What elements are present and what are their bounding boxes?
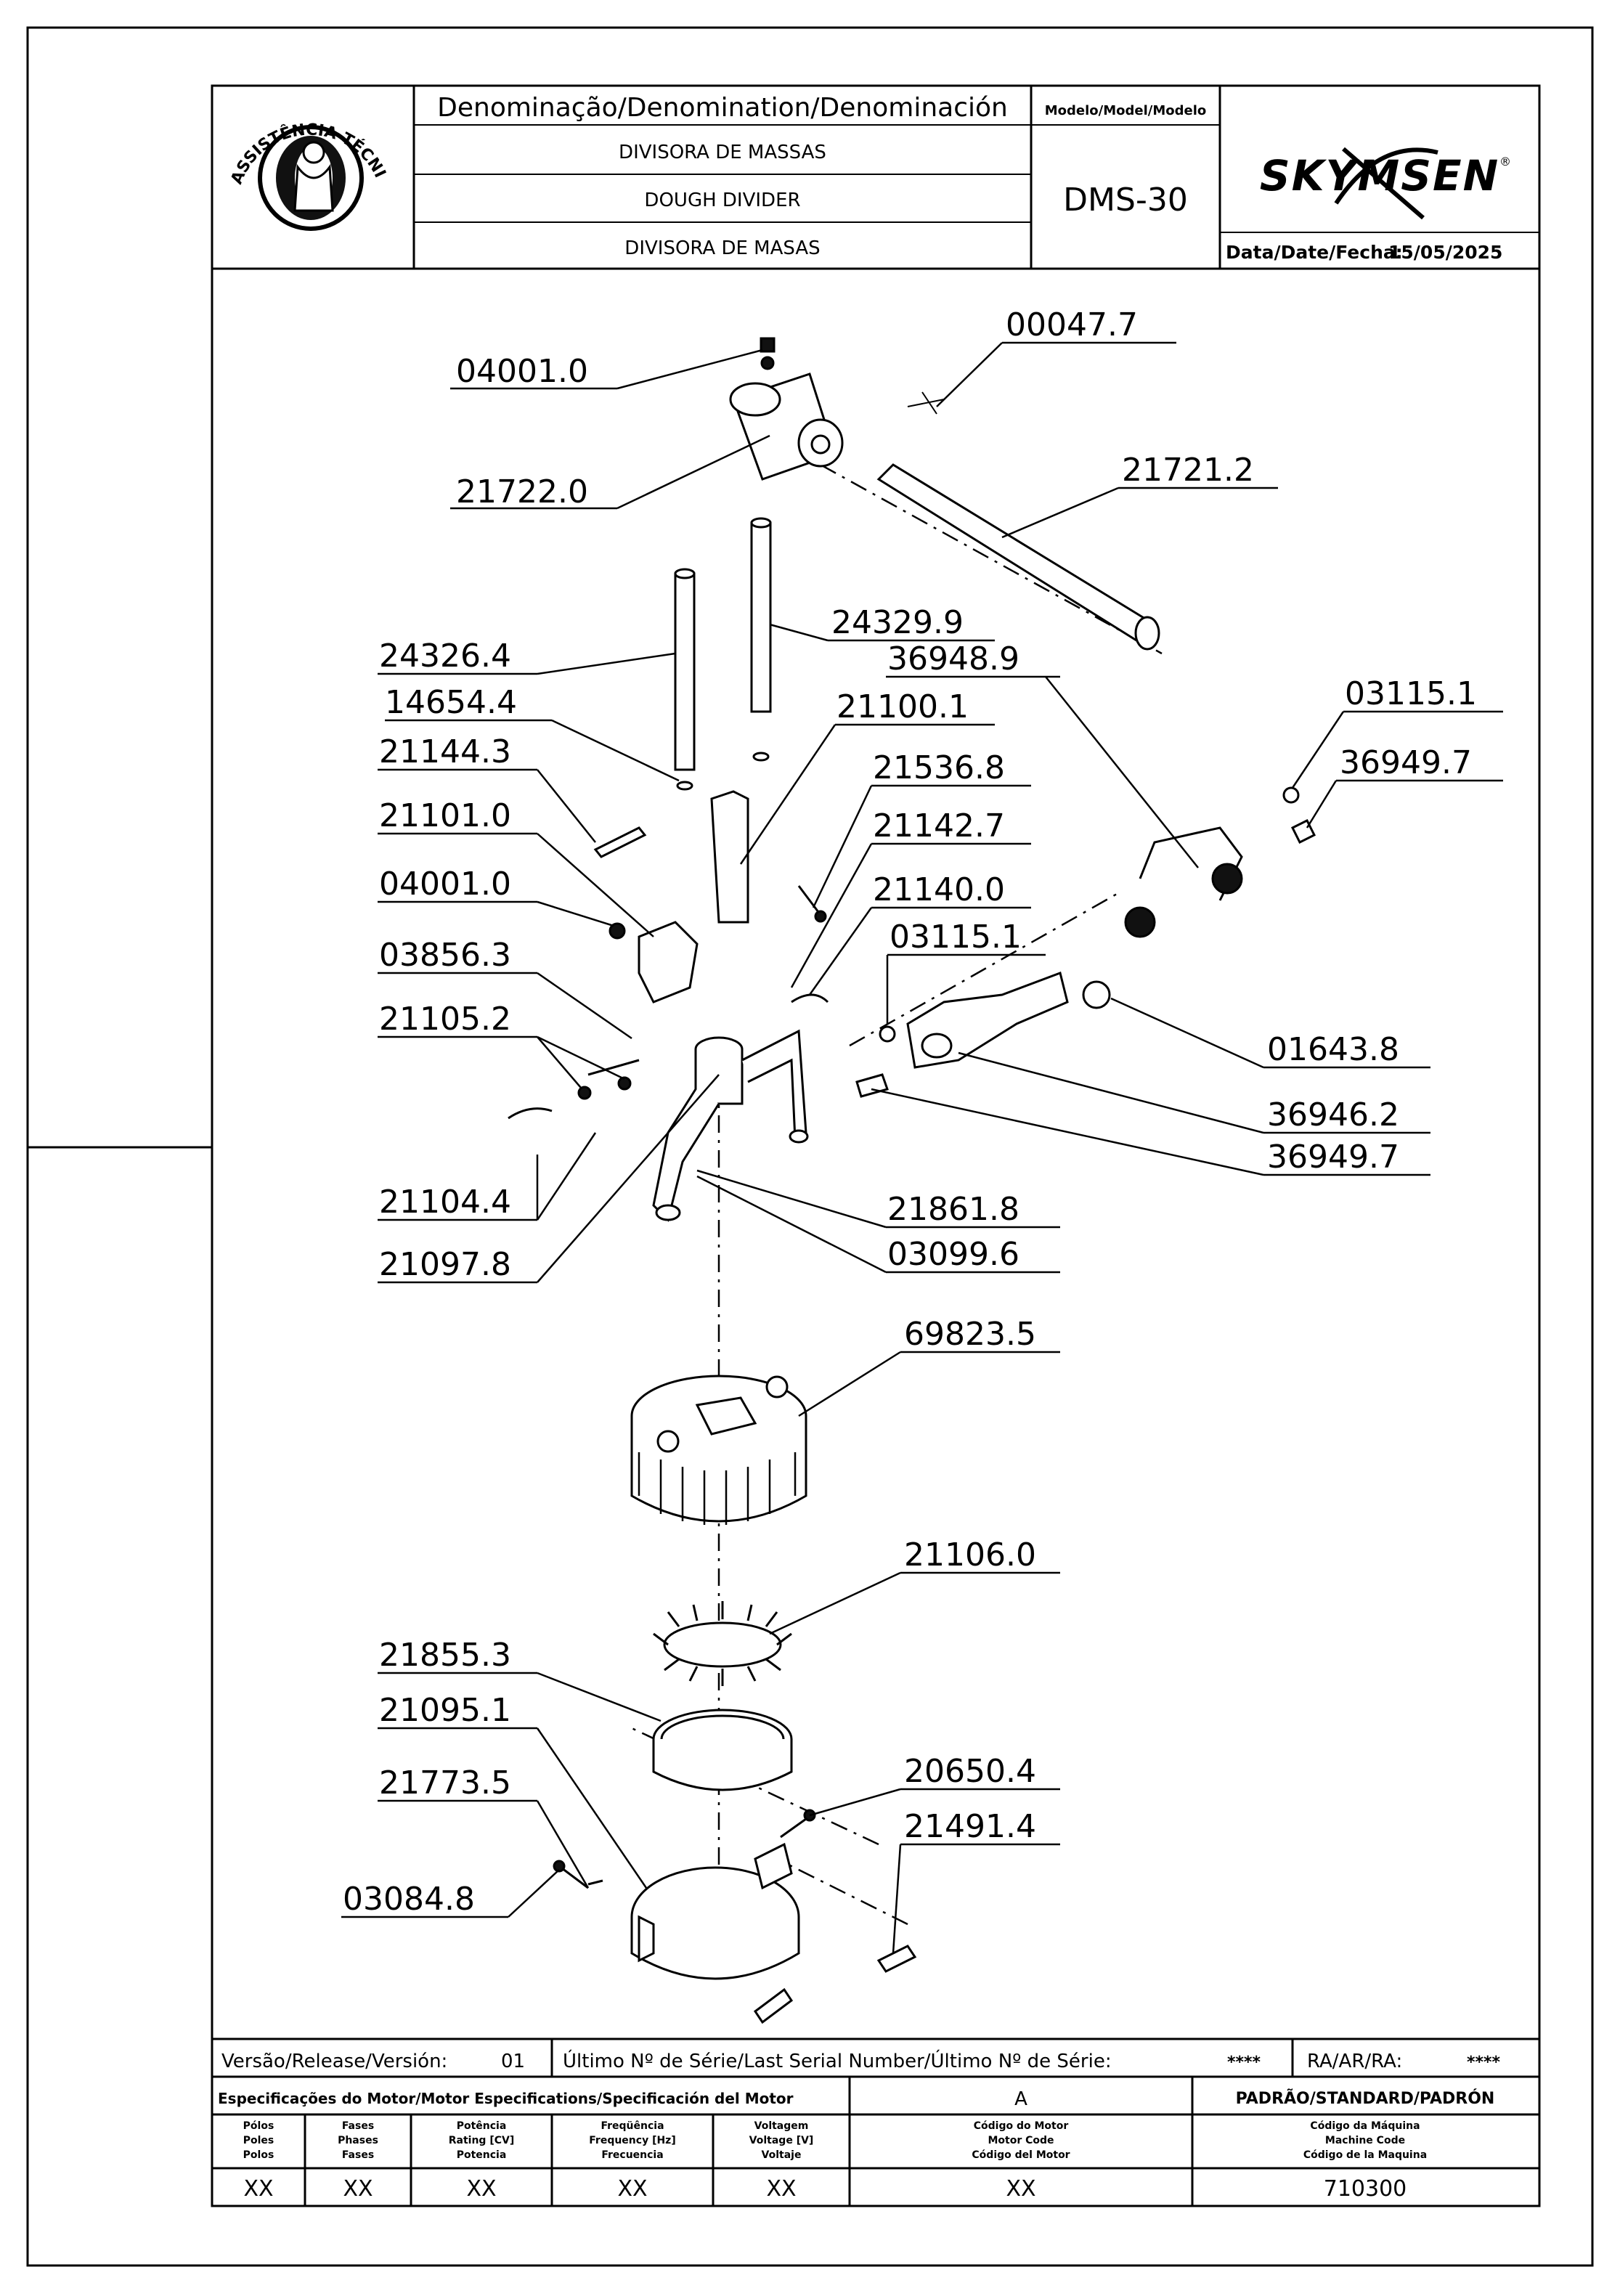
- col-value: 710300: [1324, 2176, 1407, 2202]
- part-label: 21536.8: [873, 749, 1005, 786]
- col-value: XX: [466, 2176, 496, 2202]
- part-label: 21097.8: [379, 1246, 511, 1283]
- col-header: Freqüência: [601, 2120, 664, 2132]
- part-label: 36949.7: [1267, 1139, 1399, 1176]
- part-label: 21491.4: [904, 1808, 1036, 1845]
- version-label: Versão/Release/Versión:: [221, 2051, 447, 2072]
- part-label: 21861.8: [887, 1191, 1019, 1228]
- authorized-service-seal: ASSISTÊNCIA TÉCNICA AUTORIZADA: [0, 0, 389, 231]
- part-label: 36948.9: [887, 640, 1019, 677]
- skymsen-logo: SKYMSEN ®: [1260, 147, 1511, 220]
- leader-lines: [341, 341, 1503, 1954]
- version-value: 01: [501, 2051, 525, 2072]
- date-value: 15/05/2025: [1388, 242, 1502, 263]
- part-label: 69823.5: [904, 1316, 1036, 1353]
- part-label: 14654.4: [385, 684, 517, 721]
- part-labels: 04001.0 00047.7 21722.0 21721.2 24329.9 …: [343, 306, 1477, 1918]
- col-header: Potência: [457, 2120, 507, 2132]
- part-label: 03856.3: [379, 937, 511, 974]
- col-value: XX: [343, 2176, 373, 2202]
- svg-text:®: ®: [1499, 155, 1511, 168]
- col-value: XX: [766, 2176, 796, 2202]
- part-label: 21104.4: [379, 1184, 511, 1221]
- part-label: 01643.8: [1267, 1031, 1399, 1068]
- col-header: Fases: [342, 2149, 374, 2161]
- part-label: 03115.1: [1345, 675, 1477, 712]
- col-header: Pólos: [243, 2120, 274, 2132]
- denomination-label: Denominação/Denomination/Denominación: [437, 93, 1008, 123]
- part-label: 21106.0: [904, 1536, 1036, 1574]
- part-label: 00047.7: [1006, 306, 1138, 343]
- part-label: 36949.7: [1340, 744, 1472, 781]
- part-label: 21722.0: [456, 473, 588, 510]
- part-label: 21100.1: [837, 688, 969, 725]
- part-label: 21140.0: [873, 871, 1005, 908]
- footer-text: Versão/Release/Versión: 01 Último Nº de …: [218, 2049, 1501, 2202]
- col-header: Poles: [243, 2135, 274, 2146]
- part-label: 03084.8: [343, 1881, 475, 1918]
- name-en: DOUGH DIVIDER: [644, 190, 800, 211]
- ra-label: RA/AR/RA:: [1307, 2051, 1402, 2072]
- motor-code-col: A: [1014, 2088, 1027, 2110]
- col-header: Phases: [338, 2135, 378, 2146]
- col-header: Frequency [Hz]: [589, 2135, 675, 2146]
- part-label: 04001.0: [379, 866, 511, 903]
- part-label: 21721.2: [1122, 452, 1254, 489]
- col-header: Fases: [342, 2120, 374, 2132]
- col-header: Voltaje: [762, 2149, 802, 2161]
- col-header: Código de la Maquina: [1303, 2149, 1427, 2161]
- part-label: 03099.6: [887, 1236, 1019, 1273]
- col-header: Machine Code: [1325, 2135, 1405, 2146]
- col-value: XX: [243, 2176, 273, 2202]
- part-label: 21101.0: [379, 797, 511, 834]
- part-label: 36946.2: [1267, 1096, 1399, 1133]
- col-header: Frecuencia: [601, 2149, 663, 2161]
- part-label: 24326.4: [379, 638, 511, 675]
- col-header: Potencia: [457, 2149, 507, 2161]
- part-label: 21855.3: [379, 1637, 511, 1674]
- col-value: XX: [617, 2176, 647, 2202]
- part-label: 21105.2: [379, 1001, 511, 1038]
- col-header: Voltagem: [754, 2120, 809, 2132]
- model-value: DMS-30: [1063, 182, 1188, 219]
- col-value: XX: [1006, 2176, 1035, 2202]
- part-label: 03115.1: [890, 919, 1022, 956]
- model-label: Modelo/Model/Modelo: [1045, 103, 1207, 118]
- col-header: Código do Motor: [974, 2120, 1069, 2132]
- header-text: Denominação/Denomination/Denominación DI…: [437, 93, 1502, 263]
- part-label: 20650.4: [904, 1753, 1036, 1790]
- col-header: Rating [CV]: [449, 2135, 515, 2146]
- col-header: Voltage [V]: [749, 2135, 814, 2146]
- part-label: 21095.1: [379, 1692, 511, 1729]
- part-label: 04001.0: [456, 353, 588, 390]
- part-label: 24329.9: [831, 604, 964, 641]
- name-es: DIVISORA DE MASAS: [624, 237, 820, 259]
- standard-label: PADRÃO/STANDARD/PADRÓN: [1236, 2089, 1495, 2108]
- motor-specs-label: Especificações do Motor/Motor Especifica…: [218, 2090, 794, 2107]
- parts-art: [508, 337, 1316, 2024]
- name-pt: DIVISORA DE MASSAS: [619, 142, 826, 163]
- part-label: 21144.3: [379, 733, 511, 770]
- serial-value: ****: [1227, 2053, 1261, 2072]
- part-label: 21773.5: [379, 1764, 511, 1802]
- part-label: 21142.7: [873, 807, 1005, 844]
- serial-label: Último Nº de Série/Last Serial Number/Úl…: [563, 2049, 1112, 2072]
- col-header: Polos: [243, 2149, 274, 2161]
- inner-frame: [211, 84, 1541, 2207]
- col-header: Código da Máquina: [1310, 2120, 1420, 2132]
- col-header: Código del Motor: [972, 2149, 1070, 2161]
- col-header: Motor Code: [988, 2135, 1054, 2146]
- date-label: Data/Date/Fecha:: [1226, 242, 1403, 263]
- ra-value: ****: [1467, 2053, 1501, 2072]
- footer-table: [212, 2038, 1539, 2206]
- title-block: ASSISTÊNCIA TÉCNICA AUTORIZADA SKYMSEN ®: [0, 0, 1539, 270]
